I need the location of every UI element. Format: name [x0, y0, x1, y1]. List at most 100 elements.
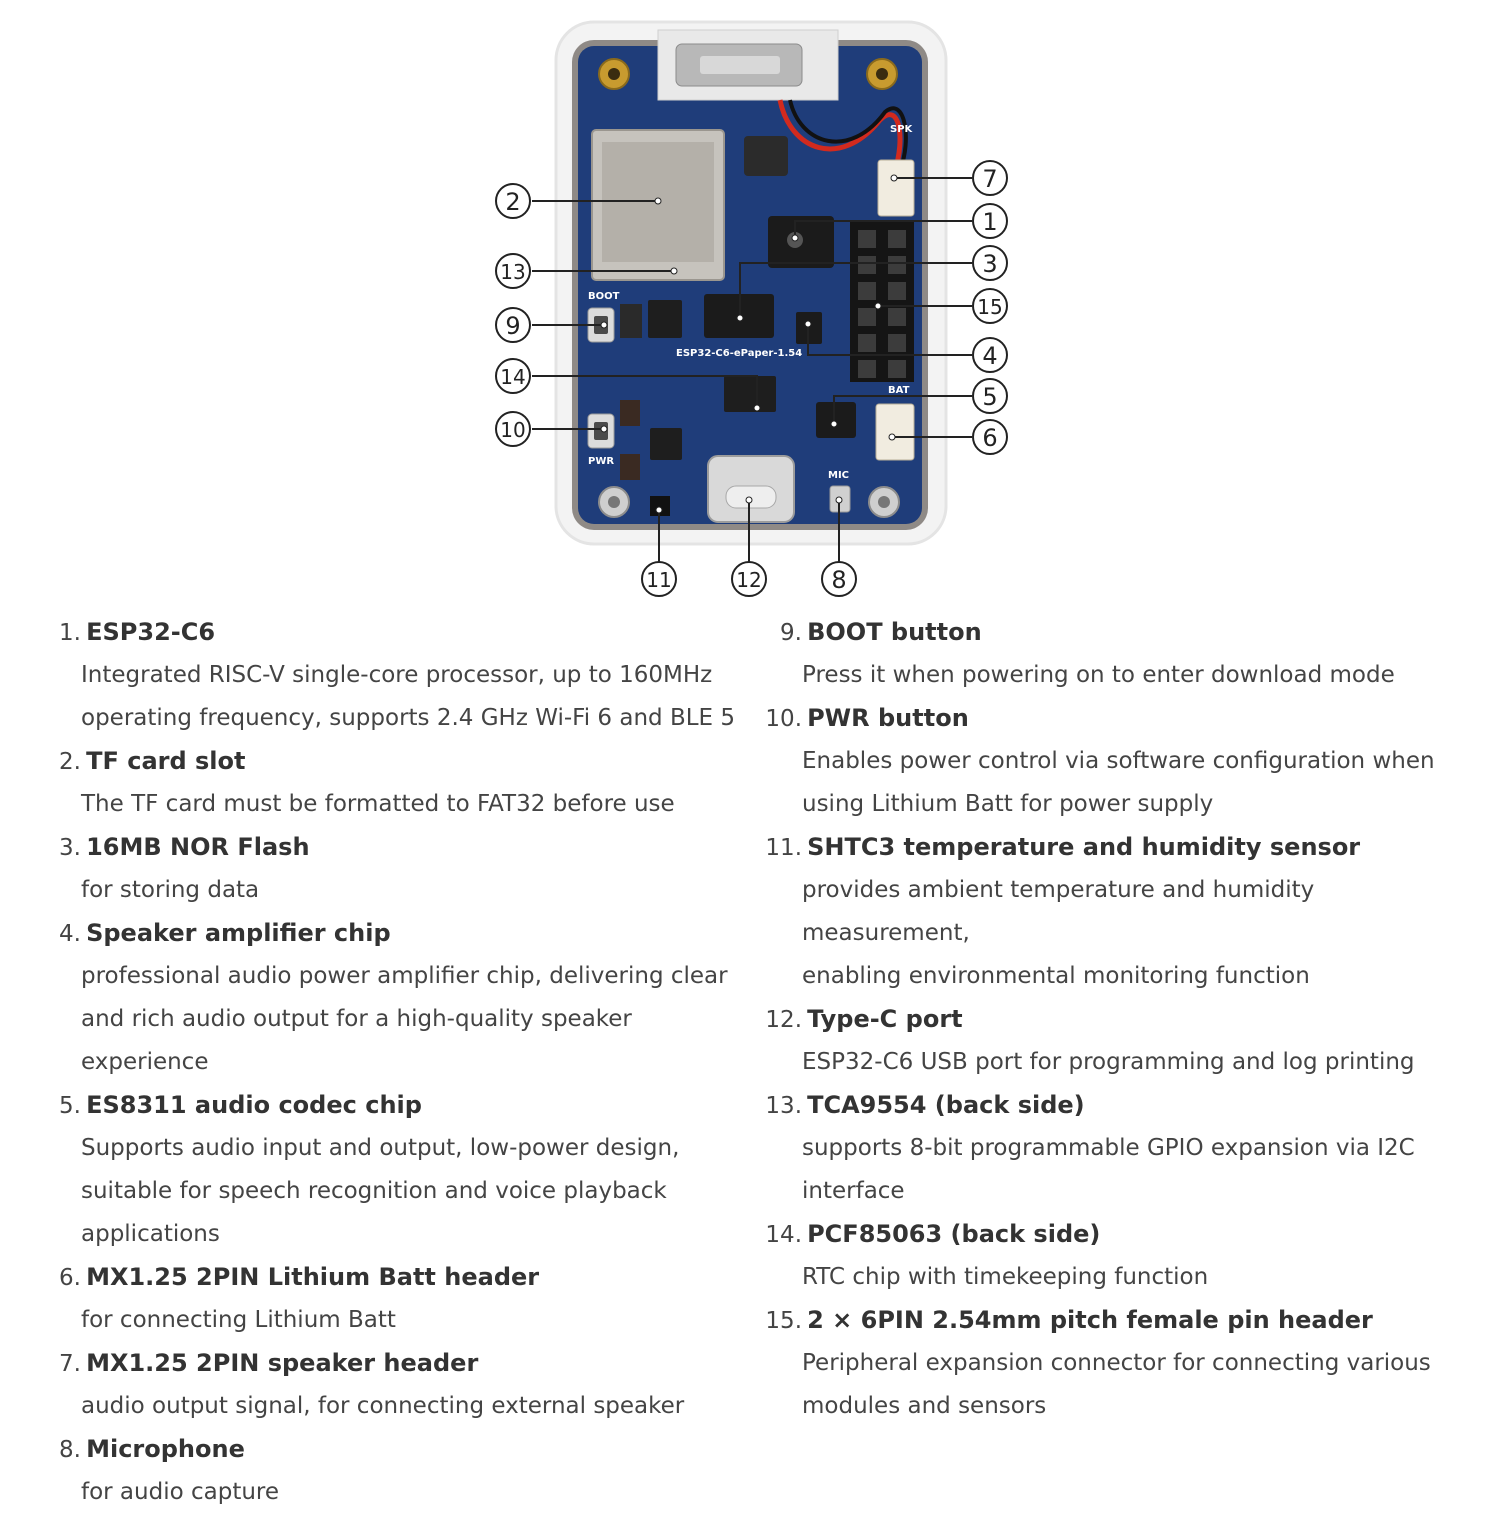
callout-8-number: 8 — [831, 566, 846, 594]
callout-4-number: 4 — [982, 342, 997, 370]
component-title: SHTC3 temperature and humidity sensor — [807, 833, 1361, 861]
callout-1-number: 1 — [982, 208, 997, 236]
component-title: Microphone — [86, 1435, 245, 1463]
component-item-15: 15. 2 × 6PIN 2.54mm pitch female pin hea… — [758, 1299, 1478, 1428]
component-item-6: 6. MX1.25 2PIN Lithium Batt header for c… — [52, 1256, 752, 1342]
component-title: 2 × 6PIN 2.54mm pitch female pin header — [807, 1306, 1373, 1334]
component-title: PCF85063 (back side) — [807, 1220, 1101, 1248]
component-list-right: 9. BOOT button Press it when powering on… — [758, 611, 1478, 1428]
component-description: for connecting Lithium Batt — [81, 1307, 396, 1333]
component-description: provides ambient temperature and humidit… — [802, 877, 1315, 989]
component-description: for storing data — [81, 877, 260, 903]
component-title: PWR button — [807, 704, 969, 732]
callout-3-number: 3 — [982, 250, 997, 278]
callout-dots — [600, 174, 898, 514]
component-item-5: 5. ES8311 audio codec chip Supports audi… — [52, 1084, 752, 1256]
callout-9-number: 9 — [505, 312, 520, 340]
component-number: 13. — [765, 1093, 802, 1119]
component-title: 16MB NOR Flash — [86, 833, 310, 861]
component-item-9: 9. BOOT button Press it when powering on… — [758, 611, 1478, 697]
callout-9-circle — [495, 307, 531, 343]
callout-7-number: 7 — [982, 165, 997, 193]
component-description: Peripheral expansion connector for conne… — [802, 1350, 1431, 1419]
component-description: ESP32-C6 USB port for programming and lo… — [802, 1049, 1415, 1075]
mic-label: MIC — [828, 470, 849, 481]
component-number: 14. — [765, 1222, 802, 1248]
component-title: BOOT button — [807, 618, 982, 646]
component-item-13: 13. TCA9554 (back side) supports 8-bit p… — [758, 1084, 1478, 1213]
component-item-7: 7. MX1.25 2PIN speaker header audio outp… — [52, 1342, 752, 1428]
callout-13-circle — [495, 253, 531, 289]
pwr-label: PWR — [588, 456, 614, 467]
spk-connector — [877, 159, 915, 217]
callout-14-number: 14 — [500, 365, 525, 389]
callout-12-circle — [731, 561, 767, 597]
component-title: Speaker amplifier chip — [86, 919, 391, 947]
bat-connector — [875, 403, 915, 461]
component-item-1: 1. ESP32-C6 Integrated RISC-V single-cor… — [52, 611, 752, 740]
callout-5-circle — [972, 378, 1008, 414]
component-title: Type-C port — [807, 1005, 963, 1033]
pin-header — [850, 222, 914, 382]
component-description: for audio capture — [81, 1479, 280, 1505]
inductor — [744, 136, 788, 176]
component-description: supports 8-bit programmable GPIO expansi… — [802, 1135, 1415, 1204]
component-description: The TF card must be formatted to FAT32 b… — [81, 791, 675, 817]
shtc3-sensor — [650, 496, 670, 516]
callout-12-number: 12 — [736, 568, 761, 592]
component-description: Supports audio input and output, low-pow… — [81, 1135, 680, 1247]
codec-chip — [816, 402, 856, 438]
component-list-left: 1. ESP32-C6 Integrated RISC-V single-cor… — [52, 611, 752, 1514]
callout-7-circle — [972, 160, 1008, 196]
component-description: Enables power control via software confi… — [802, 748, 1435, 817]
component-item-8: 8. Microphone for audio capture — [52, 1428, 752, 1514]
callout-2-circle — [495, 183, 531, 219]
callout-11-circle — [641, 561, 677, 597]
callout-14-circle — [495, 358, 531, 394]
component-number: 12. — [765, 1007, 802, 1033]
callout-13-number: 13 — [500, 260, 525, 284]
component-item-3: 3. 16MB NOR Flash for storing data — [52, 826, 752, 912]
component-description: audio output signal, for connecting exte… — [81, 1393, 685, 1419]
component-item-10: 10. PWR button Enables power control via… — [758, 697, 1478, 826]
component-number: 6. — [59, 1265, 81, 1291]
speaker-wire-black — [788, 99, 908, 171]
spk-label: SPK — [890, 124, 914, 135]
boot-label: BOOT — [588, 291, 620, 302]
component-title: ESP32-C6 — [86, 618, 216, 646]
callout-3-circle — [972, 245, 1008, 281]
component-description: RTC chip with timekeeping function — [802, 1264, 1209, 1290]
component-number: 8. — [59, 1437, 81, 1463]
callout-1-circle — [972, 203, 1008, 239]
callout-11-number: 11 — [646, 568, 671, 592]
board-diagram: SPK BAT BOOT PWR ESP32-C6-ePaper-1.54 — [495, 20, 1008, 597]
callout-6-number: 6 — [982, 424, 997, 452]
callout-15-circle — [972, 288, 1008, 324]
component-number: 9. — [780, 620, 802, 646]
component-number: 5. — [59, 1093, 81, 1119]
component-number: 10. — [765, 706, 802, 732]
component-item-2: 2. TF card slot The TF card must be form… — [52, 740, 752, 826]
component-number: 4. — [59, 921, 81, 947]
component-item-4: 4. Speaker amplifier chip professional a… — [52, 912, 752, 1084]
component-number: 7. — [59, 1351, 81, 1377]
callout-4-circle — [972, 337, 1008, 373]
component-description: Press it when powering on to enter downl… — [802, 662, 1395, 688]
component-number: 1. — [59, 620, 81, 646]
component-title: MX1.25 2PIN Lithium Batt header — [86, 1263, 540, 1291]
component-title: TCA9554 (back side) — [807, 1091, 1085, 1119]
component-title: ES8311 audio codec chip — [86, 1091, 422, 1119]
callout-10-circle — [495, 411, 531, 447]
component-description: Integrated RISC-V single-core processor,… — [81, 662, 736, 731]
component-number: 3. — [59, 835, 81, 861]
component-title: MX1.25 2PIN speaker header — [86, 1349, 479, 1377]
component-description: professional audio power amplifier chip,… — [81, 963, 728, 1075]
component-title: TF card slot — [86, 747, 246, 775]
callout-5-number: 5 — [982, 383, 997, 411]
bat-label: BAT — [888, 385, 910, 396]
callout-10-number: 10 — [500, 418, 525, 442]
component-item-14: 14. PCF85063 (back side) RTC chip with t… — [758, 1213, 1478, 1299]
component-number: 2. — [59, 749, 81, 775]
callout-8-circle — [821, 561, 857, 597]
callout-leaders — [532, 177, 972, 562]
